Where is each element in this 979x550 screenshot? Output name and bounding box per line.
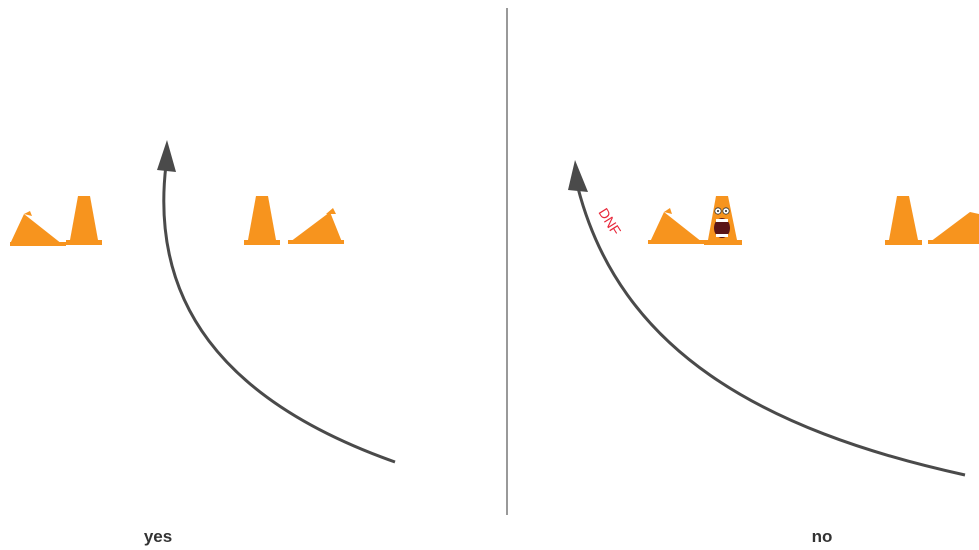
tipped-cone-icon bbox=[288, 208, 344, 244]
path-arrow bbox=[164, 165, 395, 462]
screaming-cone-icon bbox=[704, 196, 742, 245]
arrowhead-icon bbox=[568, 160, 588, 192]
upright-cone-icon bbox=[244, 196, 280, 245]
tipped-cone-icon bbox=[10, 211, 66, 246]
tipped-cone-icon bbox=[648, 208, 704, 244]
arrowhead-icon bbox=[157, 140, 176, 172]
upright-cone-icon bbox=[66, 196, 102, 245]
right-caption: no bbox=[812, 527, 833, 546]
right-panel: DNF no bbox=[568, 160, 979, 546]
dnf-label: DNF bbox=[595, 205, 624, 238]
tipped-cone-icon bbox=[928, 212, 979, 244]
left-panel: yes bbox=[10, 140, 395, 546]
left-caption: yes bbox=[144, 527, 172, 546]
upright-cone-icon bbox=[885, 196, 922, 245]
